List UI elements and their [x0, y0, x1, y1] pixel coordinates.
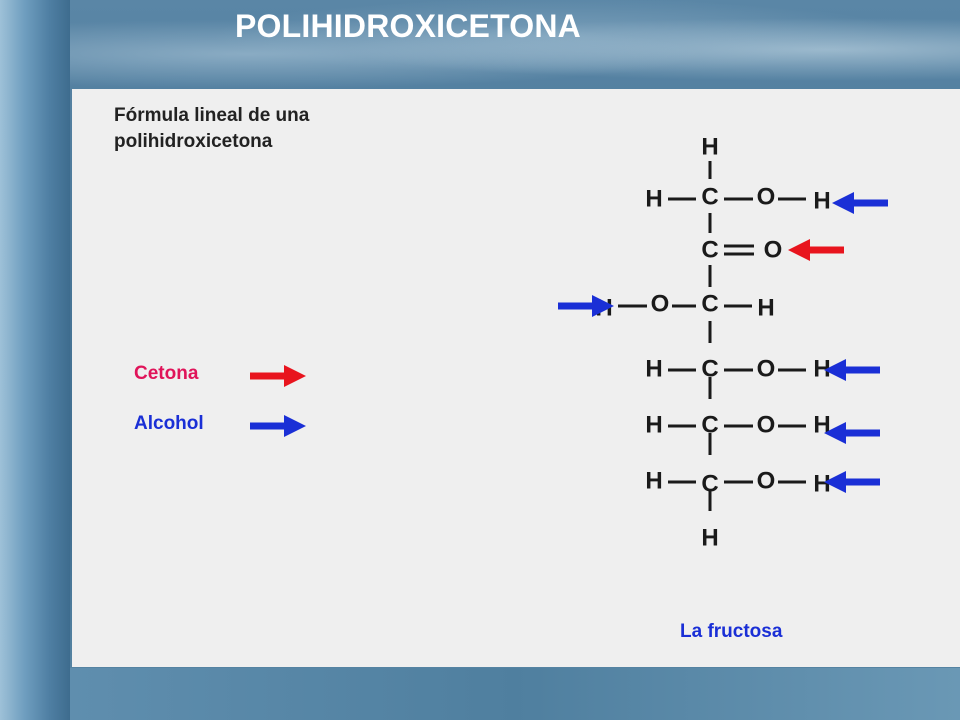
atom-h-c3-right: H: [757, 295, 774, 322]
background-waterfall-top: [70, 0, 960, 90]
atom-o-c2: O: [764, 237, 783, 264]
panel-heading: Fórmula lineal de una polihidroxicetona: [114, 103, 414, 155]
arrow-alcohol-c4: [824, 359, 880, 381]
atom-h-c1-right: H: [813, 188, 830, 215]
fructose-structural-formula: H H C O H C O H O C H H C O H H C O H H …: [250, 134, 888, 552]
legend-arrow-cetona: [250, 365, 306, 387]
background-bottom-strip: [70, 668, 960, 720]
atom-c4: C: [701, 356, 718, 383]
molecule-caption: La fructosa: [680, 621, 783, 642]
atom-o-c5: O: [757, 412, 776, 439]
atom-c3: C: [701, 291, 718, 318]
atom-h-bottom: H: [701, 525, 718, 552]
atom-h-c6-left: H: [645, 468, 662, 495]
atom-h-top: H: [701, 134, 718, 161]
legend-label-cetona: Cetona: [134, 363, 199, 384]
arrow-alcohol-c6: [824, 471, 880, 493]
atom-o-c3: O: [651, 291, 670, 318]
arrow-alcohol-c1: [832, 192, 888, 214]
atom-c1: C: [701, 184, 718, 211]
atom-c5: C: [701, 412, 718, 439]
panel-heading-line-1: Fórmula lineal de una: [114, 105, 310, 126]
panel-heading-line-2: polihidroxicetona: [114, 131, 273, 152]
background-left-strip: [0, 0, 70, 720]
slide-title: POLIHIDROXICETONA: [235, 8, 581, 44]
atom-labels: H H C O H C O H O C H H C O H H C O H H …: [595, 134, 830, 552]
atom-o-c1: O: [757, 184, 776, 211]
atom-h-c4-right: H: [813, 356, 830, 383]
atom-h-c6-right: H: [813, 471, 830, 498]
atom-h-c5-right: H: [813, 412, 830, 439]
atom-o-c6: O: [757, 468, 776, 495]
atom-o-c4: O: [757, 356, 776, 383]
atom-c6: C: [701, 471, 718, 498]
content-panel: Fórmula lineal de una polihidroxicetona …: [72, 89, 960, 667]
atom-h-c5-left: H: [645, 412, 662, 439]
legend-arrow-alcohol: [250, 415, 306, 437]
legend-label-alcohol: Alcohol: [134, 413, 204, 434]
arrow-alcohol-c5: [824, 422, 880, 444]
arrow-cetona-c2: [788, 239, 844, 261]
atom-c2: C: [701, 237, 718, 264]
substituent-bonds: [618, 197, 806, 484]
atom-h-c1-left: H: [645, 186, 662, 213]
atom-h-c4-left: H: [645, 356, 662, 383]
